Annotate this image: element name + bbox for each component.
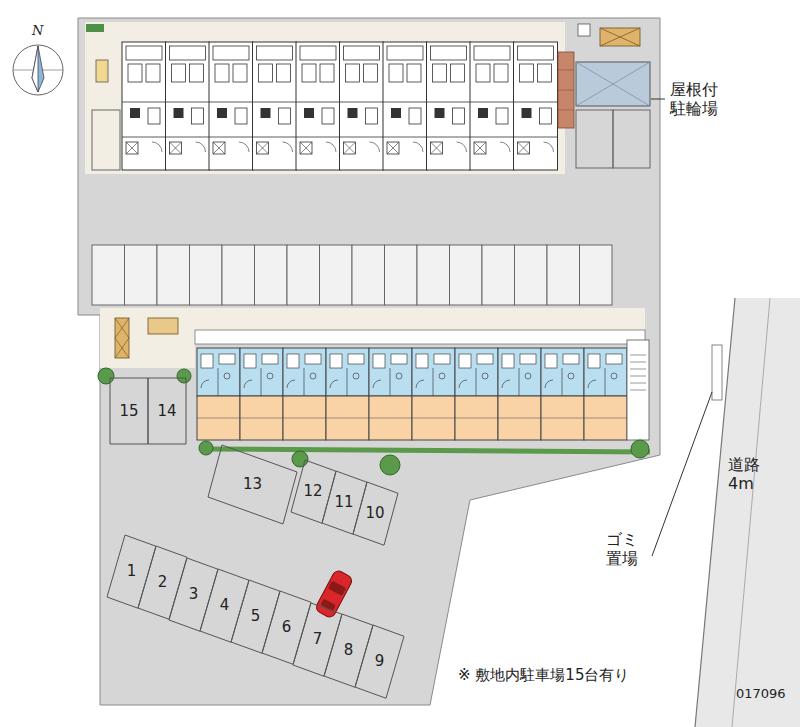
- stall-number: 2: [158, 575, 168, 590]
- stall-number: 13: [243, 477, 262, 492]
- compass-north: N: [32, 23, 43, 39]
- map-id: 017096: [736, 686, 786, 702]
- stall-lines: [291, 460, 336, 523]
- stall-number: 1: [127, 564, 137, 579]
- parking-stall: 15: [110, 378, 148, 444]
- stall-number: 6: [282, 620, 292, 635]
- stall-number: 11: [334, 495, 353, 510]
- stall-number: 5: [251, 609, 261, 624]
- stall-number: 10: [365, 506, 384, 521]
- stall-number: 3: [189, 587, 199, 602]
- stall-number: 9: [375, 654, 385, 669]
- stall-number: 14: [157, 404, 176, 419]
- parking-stall: 11: [322, 471, 367, 534]
- stall-number: 4: [220, 598, 230, 613]
- callout-label: 屋根付 駐輪場: [670, 80, 723, 118]
- stall-lines: [148, 378, 186, 444]
- stall-lines: [355, 625, 404, 698]
- road-label: 道路 4m: [728, 455, 766, 493]
- stall-lines: [353, 482, 398, 545]
- stall-number: 12: [303, 484, 322, 499]
- stall-number: 7: [313, 632, 323, 647]
- parking-stall: 12: [291, 460, 336, 523]
- parking-stall: 9: [355, 625, 404, 698]
- callout-label: ゴミ 置場: [606, 530, 643, 568]
- note-text: ※ 敷地内駐車場15台有り: [458, 666, 629, 684]
- parking-stall: 13: [208, 445, 297, 524]
- stall-lines: [322, 471, 367, 534]
- stall-lines: [110, 378, 148, 444]
- stall-number: 15: [119, 404, 138, 419]
- stall-number: 8: [344, 643, 354, 658]
- parking-stall: 14: [148, 378, 186, 444]
- parking-stall: 10: [353, 482, 398, 545]
- stall-lines: [208, 445, 297, 524]
